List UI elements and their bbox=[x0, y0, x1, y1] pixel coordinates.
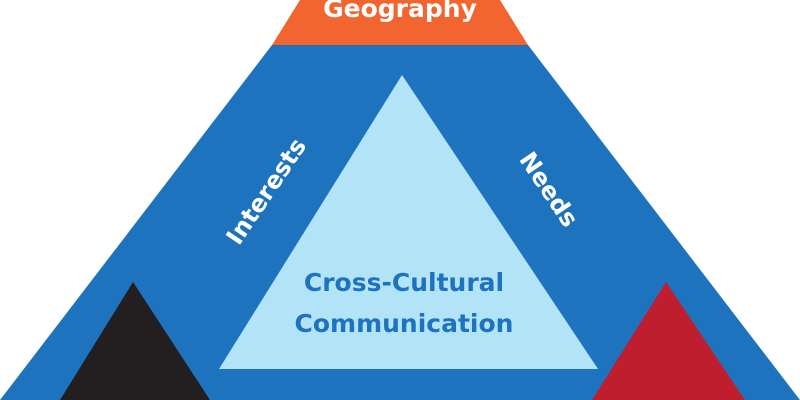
center-label-line1: Cross-Cultural bbox=[304, 268, 504, 297]
bottom-left-corner-black bbox=[60, 282, 210, 400]
inner-triangle bbox=[219, 75, 598, 369]
bottom-right-corner-red bbox=[592, 282, 745, 400]
top-corner-orange bbox=[272, 0, 528, 45]
center-label-line2: Communication bbox=[295, 309, 514, 338]
top-label: Geography bbox=[323, 0, 477, 23]
